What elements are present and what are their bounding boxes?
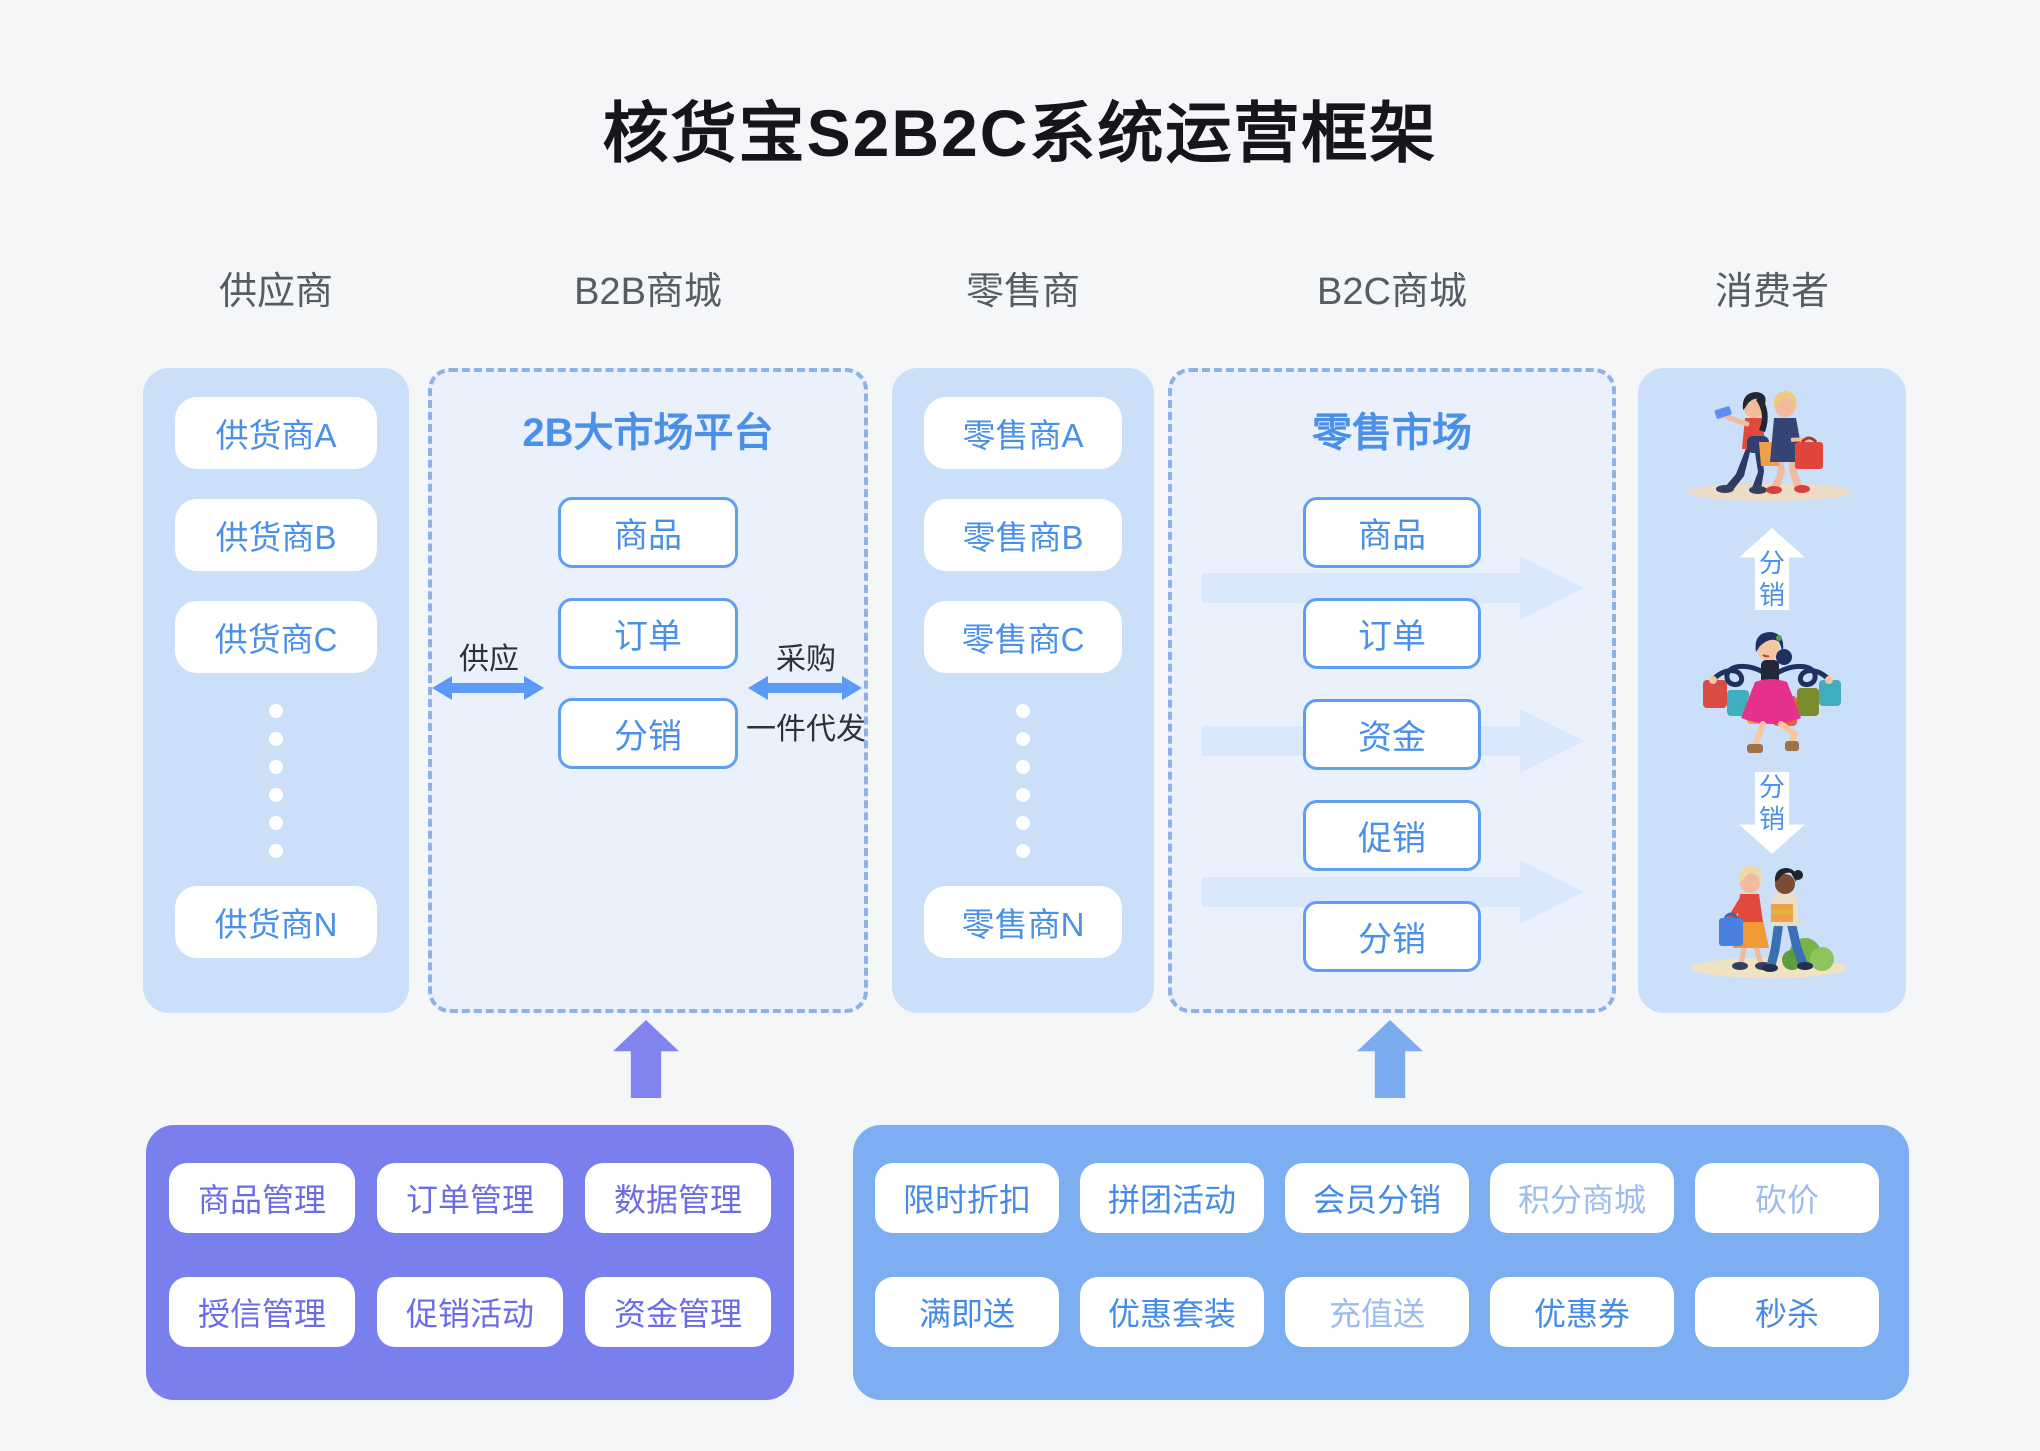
ellipsis-dots bbox=[1016, 704, 1030, 858]
page-title: 核货宝S2B2C系统运营框架 bbox=[602, 96, 1438, 170]
header-consumer: 消费者 bbox=[1714, 271, 1830, 313]
ellipsis-dot bbox=[1016, 816, 1030, 830]
purchase-label: 采购 bbox=[776, 643, 836, 676]
management-up-arrow-icon bbox=[613, 1020, 679, 1098]
retailer-node: 零售商B bbox=[924, 499, 1122, 571]
retailer-column: 零售商A 零售商B 零售商C 零售商N bbox=[892, 368, 1154, 1013]
management-item: 资金管理 bbox=[585, 1277, 771, 1347]
ellipsis-dot bbox=[1016, 704, 1030, 718]
header-supplier: 供应商 bbox=[218, 271, 334, 313]
retailer-node: 零售商A bbox=[924, 397, 1122, 469]
management-item: 数据管理 bbox=[585, 1163, 771, 1233]
marketing-up-arrow-icon bbox=[1357, 1020, 1423, 1098]
marketing-item: 会员分销 bbox=[1285, 1163, 1469, 1233]
supply-label: 供应 bbox=[459, 643, 519, 676]
b2c-marketing-block: 限时折扣 拼团活动 会员分销 积分商城 砍价 满即送 优惠套装 充值送 优惠券 … bbox=[853, 1125, 1909, 1400]
supplier-column: 供货商A 供货商B 供货商C 供货商N bbox=[143, 368, 409, 1013]
marketing-item: 秒杀 bbox=[1695, 1277, 1879, 1347]
b2c-goods-node: 商品 bbox=[1303, 497, 1481, 568]
ellipsis-dot bbox=[269, 760, 283, 774]
marketing-item: 积分商城 bbox=[1490, 1163, 1674, 1233]
flow-right-arrow-icon bbox=[1202, 556, 1584, 620]
supplier-node: 供货商N bbox=[175, 886, 377, 958]
header-b2b-mall: B2B商城 bbox=[574, 271, 722, 313]
supplier-node: 供货商A bbox=[175, 397, 377, 469]
marketing-item: 满即送 bbox=[875, 1277, 1059, 1347]
b2c-promotion-node: 促销 bbox=[1303, 800, 1481, 871]
consumer-column: 分销 bbox=[1638, 368, 1906, 1013]
marketing-item: 限时折扣 bbox=[875, 1163, 1059, 1233]
ellipsis-dot bbox=[269, 844, 283, 858]
woman-carrying-bags-illustration bbox=[1703, 632, 1841, 753]
b2b-management-block: 商品管理 订单管理 数据管理 授信管理 促销活动 资金管理 bbox=[146, 1125, 794, 1400]
dropship-label: 一件代发 bbox=[746, 713, 866, 746]
management-item: 订单管理 bbox=[377, 1163, 563, 1233]
header-b2c-mall: B2C商城 bbox=[1317, 271, 1467, 313]
b2b-goods-node: 商品 bbox=[558, 497, 738, 568]
marketing-item: 优惠券 bbox=[1490, 1277, 1674, 1347]
retailer-node: 零售商N bbox=[924, 886, 1122, 958]
ellipsis-dot bbox=[269, 788, 283, 802]
distribution-down-label: 分销 bbox=[1758, 771, 1785, 834]
b2c-distribution-node: 分销 bbox=[1303, 901, 1481, 972]
flow-right-arrow-icon bbox=[1202, 860, 1584, 924]
management-item: 授信管理 bbox=[169, 1277, 355, 1347]
marketing-item: 砍价 bbox=[1695, 1163, 1879, 1233]
ellipsis-dot bbox=[1016, 760, 1030, 774]
distribution-up-arrow: 分销 bbox=[1739, 528, 1805, 610]
ellipsis-dots bbox=[269, 704, 283, 858]
b2c-funds-node: 资金 bbox=[1303, 699, 1481, 770]
ellipsis-dot bbox=[1016, 844, 1030, 858]
b2b-order-node: 订单 bbox=[558, 598, 738, 669]
shoppers-with-bags-illustration bbox=[1691, 866, 1847, 978]
ellipsis-dot bbox=[269, 704, 283, 718]
supply-double-arrow-icon bbox=[432, 676, 544, 700]
b2c-order-node: 订单 bbox=[1303, 598, 1481, 669]
purchase-double-arrow-icon bbox=[748, 676, 862, 700]
ellipsis-dot bbox=[1016, 732, 1030, 746]
shoppers-walking-illustration bbox=[1687, 391, 1851, 501]
b2c-panel-title: 零售市场 bbox=[1312, 411, 1472, 455]
b2b-panel-title: 2B大市场平台 bbox=[522, 411, 774, 455]
management-item: 商品管理 bbox=[169, 1163, 355, 1233]
b2c-market-panel: 零售市场 商品 订单 资金 促销 分销 bbox=[1168, 368, 1616, 1013]
management-item: 促销活动 bbox=[377, 1277, 563, 1347]
marketing-item: 优惠套装 bbox=[1080, 1277, 1264, 1347]
header-retailer: 零售商 bbox=[965, 271, 1081, 313]
retailer-node: 零售商C bbox=[924, 601, 1122, 673]
b2b-distribution-node: 分销 bbox=[558, 698, 738, 769]
ellipsis-dot bbox=[269, 732, 283, 746]
marketing-item: 充值送 bbox=[1285, 1277, 1469, 1347]
marketing-item: 拼团活动 bbox=[1080, 1163, 1264, 1233]
distribution-down-arrow: 分销 bbox=[1739, 772, 1805, 854]
supplier-node: 供货商C bbox=[175, 601, 377, 673]
ellipsis-dot bbox=[1016, 788, 1030, 802]
distribution-up-label: 分销 bbox=[1758, 547, 1785, 611]
ellipsis-dot bbox=[269, 816, 283, 830]
supplier-node: 供货商B bbox=[175, 499, 377, 571]
